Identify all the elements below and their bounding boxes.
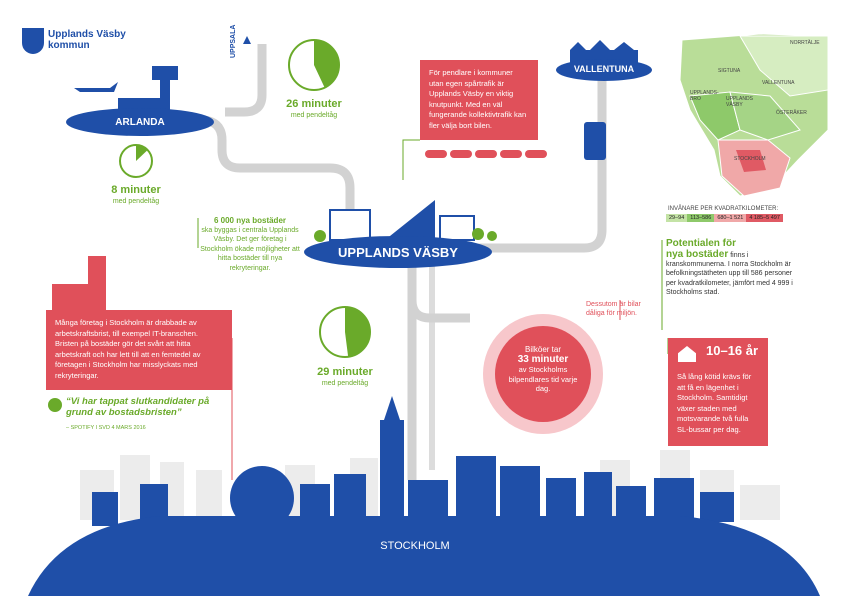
arlanda-timer-icon: [119, 144, 153, 178]
timer-wedge: [314, 40, 339, 88]
road-vallentuna: [470, 65, 607, 253]
cars-row: [425, 150, 547, 158]
bus-icon: [584, 122, 606, 160]
upplands-vasby-illustration: [304, 200, 497, 268]
vallentuna-illustration: [556, 40, 652, 160]
potential-block: Potentialen för nya bostäder finns i kra…: [666, 238, 794, 298]
upplands-vasby-label: UPPLANDS VÄSBY: [338, 245, 458, 260]
potential-title-line1: Potentialen för: [666, 238, 737, 249]
pendlare-box: För pendlare i kommuner utan egen spårtr…: [420, 60, 538, 140]
arlanda-minutes: 8 minuter: [111, 184, 161, 196]
logo[interactable]: Upplands Väsby kommun: [22, 28, 132, 58]
logo-line1: Upplands Väsby: [48, 29, 126, 40]
stockholm-sub: med pendeltåg: [321, 380, 369, 387]
airplane-icon: [74, 82, 118, 92]
roads: [167, 44, 607, 480]
bostader-title: 6 000 nya bostäder: [213, 216, 287, 225]
bilko-circle: [483, 314, 603, 434]
map-label-sigtuna: SIGTUNA: [718, 68, 741, 74]
quote-text: “Vi har tappat slutkandidater på grund a…: [66, 396, 210, 418]
stockholm-skyline: [28, 396, 820, 596]
road-uppsala: [225, 44, 267, 117]
uppsala-arrow-icon: [243, 36, 251, 44]
potential-title-line2: nya bostäder: [666, 249, 729, 260]
connector-pendlare: [402, 139, 420, 180]
vallentuna-label: VALLENTUNA: [573, 64, 635, 74]
timer-wedge: [345, 307, 370, 357]
map-legend-title: INVÅNARE PER KVADRATKILOMETER:: [668, 206, 779, 212]
population-map: [679, 33, 829, 197]
map-label-upplands-vasby: UPPLANDS VÄSBY: [726, 96, 753, 108]
road-branch: [407, 299, 470, 323]
crest-icon: [22, 28, 44, 54]
bilko-line2: 33 minuter: [517, 354, 569, 365]
uppsala-sub: med pendeltåg: [290, 112, 338, 119]
house-icon: [678, 346, 696, 362]
stockholm-minutes: 29 minuter: [317, 366, 373, 378]
logo-line2: kommun: [48, 40, 90, 51]
bilko-text: Bilköer tar 33 minuter av Stockholms bil…: [503, 345, 583, 394]
legend-item-3: 4 185–5 497: [746, 214, 783, 222]
kotid-box: 10–16 år Så lång kötid krävs för att få …: [668, 338, 768, 446]
bilko-line1: Bilköer tar: [524, 345, 561, 354]
spotify-icon: [48, 398, 62, 412]
map-label-osteraker: ÖSTERÅKER: [776, 110, 807, 116]
kotid-title: 10–16 år: [706, 343, 759, 358]
uppsala-label: UPPSALA: [230, 24, 237, 58]
foretag-box: Många företag i Stockholm är drabbade av…: [46, 310, 232, 390]
map-label-vallentuna: VALLENTUNA: [762, 80, 795, 86]
red-connectors: [231, 300, 621, 480]
uppsala-minutes: 26 minuter: [286, 98, 342, 110]
arlanda-label: ARLANDA: [115, 117, 165, 128]
bilko-note: Dessutom är bilar dåliga för miljön.: [586, 301, 641, 318]
legend-item-2: 680–1 521: [714, 214, 747, 222]
timer-wedge: [136, 145, 148, 161]
uppsala-timer-icon: [288, 39, 340, 91]
legend-item-1: 113–586: [687, 214, 715, 222]
arlanda-illustration: [66, 66, 214, 136]
road-arlanda: [167, 115, 355, 218]
legend-item-0: 29–94: [666, 214, 688, 222]
kotid-text: Så lång kötid krävs för att få en lägenh…: [677, 372, 752, 434]
bostader-block: 6 000 nya bostäder ska byggas i centrala…: [200, 216, 300, 274]
quote-source: – SPOTIFY I SVD 4 MARS 2016: [66, 425, 146, 431]
map-label-upplands-bro: UPPLANDS-BRO: [690, 90, 719, 102]
office-building: [52, 256, 106, 310]
map-label-norrtalje: NORRTÄLJE: [790, 40, 820, 46]
stockholm-label: STOCKHOLM: [380, 540, 450, 552]
arlanda-sub: med pendeltåg: [112, 198, 160, 205]
stockholm-timer-icon: [319, 306, 371, 358]
bostader-text: ska byggas i centrala Upplands Väsby. De…: [200, 226, 300, 272]
bilko-line3: av Stockholms bilpendlares tid varje dag…: [508, 365, 578, 393]
map-label-stockholm: STOCKHOLM: [734, 156, 766, 162]
potential-title-tail: finns i: [728, 252, 749, 259]
potential-text: kranskommunerna. I norra Stockholm är be…: [666, 261, 793, 297]
